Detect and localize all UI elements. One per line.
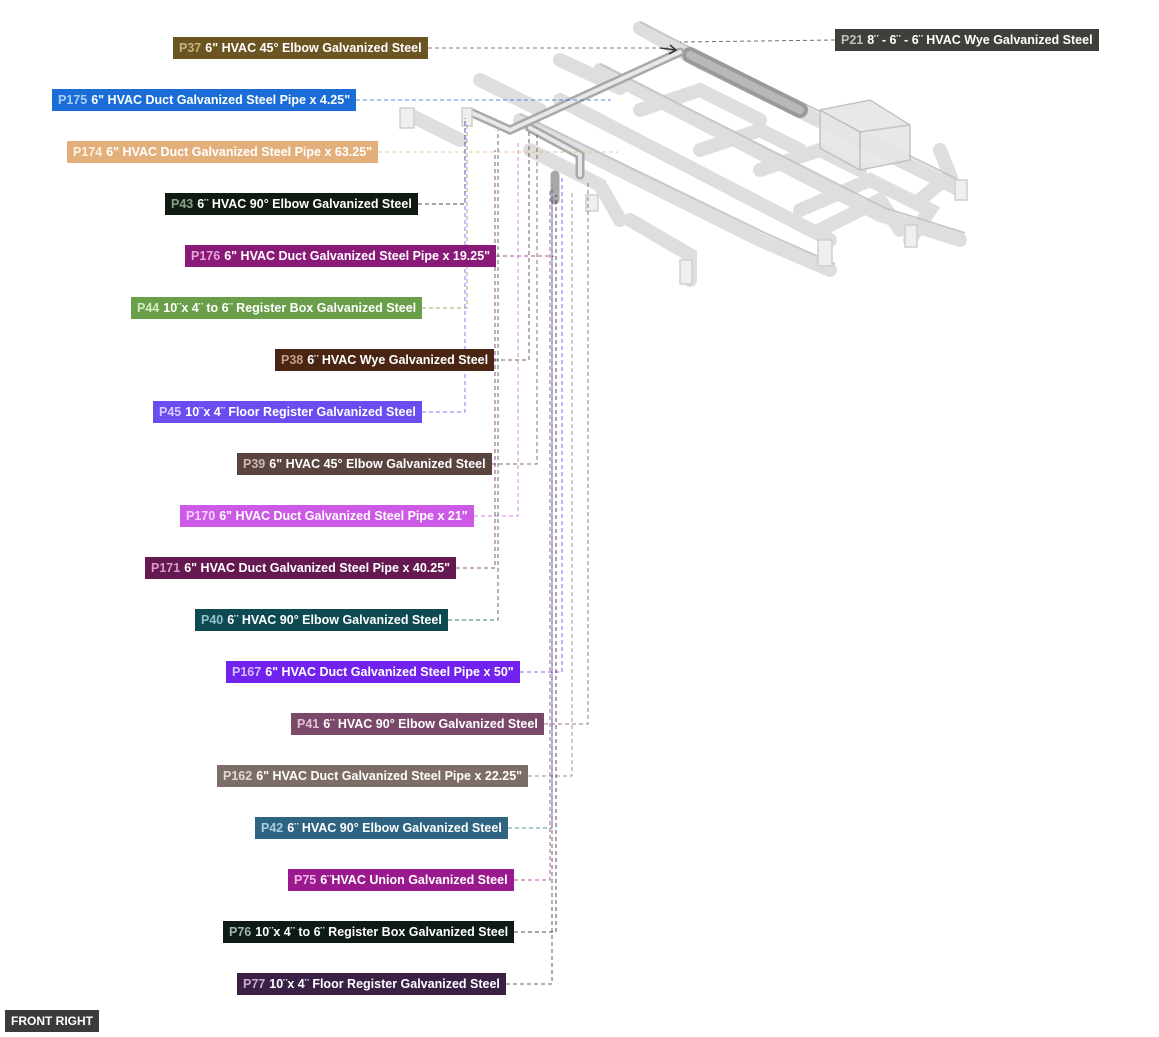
register-box [904,224,918,248]
part-description: 6" HVAC Duct Galvanized Steel Pipe x 50" [265,665,514,679]
part-id: P45 [159,405,182,419]
part-id: P40 [201,613,224,627]
part-description: 6" HVAC Duct Galvanized Steel Pipe x 21" [219,509,468,523]
part-description: 10¨x 4¨ Floor Register Galvanized Steel [269,977,500,991]
duct-run [513,113,837,277]
duct-edge [519,113,836,265]
part-id: P176 [191,249,221,263]
part-description: 6" HVAC Duct Galvanized Steel Pipe x 63.… [106,145,373,159]
part-id: P162 [223,769,253,783]
part-id: P41 [297,717,320,731]
part-id: P39 [243,457,266,471]
duct-run [813,190,907,237]
part-description: 10¨x 4¨ Floor Register Galvanized Steel [185,405,416,419]
duct-run [473,73,547,117]
part-id: P43 [171,197,194,211]
part-description: 8¨ - 6¨ - 6¨ HVAC Wye Galvanized Steel [867,33,1093,47]
part-description: 6¨ HVAC 90° Elbow Galvanized Steel [227,613,442,627]
part-description: 6" HVAC Duct Galvanized Steel Pipe x 40.… [184,561,451,575]
duct-run [693,122,807,157]
register-box [679,259,693,285]
register-box [399,107,415,129]
part-description: 6" HVAC Duct Galvanized Steel Pipe x 19.… [224,249,491,263]
part-id: P38 [281,353,304,367]
part-id: P44 [137,301,160,315]
part-description: 6" HVAC Duct Galvanized Steel Pipe x 4.2… [91,93,351,107]
air-handler-unit [819,99,911,171]
register-box [461,107,473,127]
part-description: 6" HVAC 45° Elbow Galvanized Steel [269,457,486,471]
part-id: P175 [58,93,88,107]
duct-run [793,172,941,247]
part-description: 10¨x 4¨ to 6¨ Register Box Galvanized St… [255,925,509,939]
register-box [817,239,833,267]
part-description: 6" HVAC 45° Elbow Galvanized Steel [205,41,422,55]
part-id: P21 [841,33,864,47]
part-description: 6¨ HVAC 90° Elbow Galvanized Steel [323,717,538,731]
duct-run [553,93,837,247]
part-id: P75 [294,873,317,887]
duct-run [593,63,967,247]
duct-edge [599,63,966,234]
part-id: P77 [243,977,266,991]
part-id: P76 [229,925,252,939]
part-id: P170 [186,509,216,523]
part-id: P42 [261,821,284,835]
part-description: 6¨HVAC Union Galvanized Steel [320,873,508,887]
register-box [954,179,968,201]
duct-run [403,108,467,147]
part-id: P174 [73,145,103,159]
duct-run [523,143,627,227]
part-id: P167 [232,665,262,679]
part-description: 6¨ HVAC 90° Elbow Galvanized Steel [197,197,412,211]
part-id: P171 [151,561,181,575]
duct-run [633,82,767,127]
register-box [585,194,599,212]
part-description: 10¨x 4¨ to 6¨ Register Box Galvanized St… [163,301,417,315]
part-description: 6" HVAC Duct Galvanized Steel Pipe x 22.… [256,769,523,783]
part-id: P37 [179,41,202,55]
view-label[interactable]: FRONT RIGHT [5,1010,99,1032]
part-description: 6¨ HVAC Wye Galvanized Steel [307,353,489,367]
part-description: 6¨ HVAC 90° Elbow Galvanized Steel [287,821,502,835]
